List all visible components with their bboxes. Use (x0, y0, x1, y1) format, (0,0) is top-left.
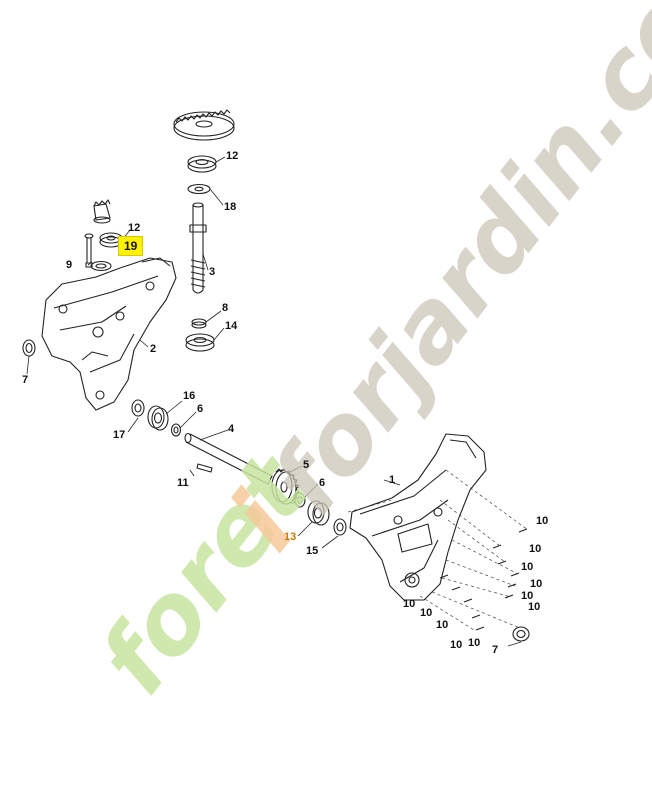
callout-2: 2 (150, 343, 157, 355)
callout-11: 11 (177, 477, 189, 489)
axle-4 (184, 432, 273, 485)
callout-7-right: 7 (492, 644, 499, 656)
shaft-3 (189, 202, 207, 294)
callout-10-d: 10 (530, 578, 543, 590)
ring-6-lower (294, 492, 306, 508)
callout-6-upper: 6 (197, 403, 204, 415)
callout-15: 15 (306, 545, 319, 557)
seal-7-left (22, 339, 36, 357)
callout-6-lower: 6 (319, 477, 326, 489)
callout-13: 13 (284, 531, 297, 543)
pinion (93, 199, 111, 224)
callout-1: 1 (389, 474, 396, 486)
callout-10-h: 10 (420, 607, 433, 619)
bearing-13 (307, 500, 330, 526)
callout-10-g: 10 (403, 598, 416, 610)
seal-17 (131, 399, 145, 417)
watermark: foret i forjardin.com (78, 0, 652, 714)
callout-10-j: 10 (450, 639, 463, 651)
gear-5 (271, 468, 300, 505)
top-gear (173, 109, 235, 141)
callout-9: 9 (66, 259, 73, 271)
callout-7-left: 7 (22, 374, 29, 386)
bearing-14 (185, 333, 215, 352)
callout-3: 3 (209, 266, 216, 278)
callout-10-f: 10 (528, 601, 541, 613)
callout-5: 5 (303, 459, 310, 471)
callout-12-top: 12 (226, 150, 239, 162)
callout-10-i: 10 (436, 619, 449, 631)
housing-1 (349, 433, 487, 601)
callout-19-highlighted: 19 (118, 236, 144, 256)
callout-10-e: 10 (521, 590, 534, 602)
pin-11 (196, 463, 213, 473)
screws-10 (439, 528, 528, 631)
seal-15 (333, 518, 347, 536)
seal-7-right (512, 626, 530, 642)
ring-19 (90, 260, 112, 272)
watermark-jardin: forjardin.com (250, 0, 652, 534)
callout-8: 8 (222, 302, 229, 314)
callout-16: 16 (183, 390, 196, 402)
callout-10-k: 10 (468, 637, 481, 649)
callout-18: 18 (224, 201, 237, 213)
callout-12-left: 12 (128, 222, 141, 234)
callout-4: 4 (228, 423, 235, 435)
ring-6-upper (170, 423, 182, 437)
callout-10-b: 10 (529, 543, 542, 555)
assembly-lines (347, 469, 529, 631)
washer-18 (187, 183, 211, 195)
seal-8 (191, 318, 207, 329)
bearing-12-top (187, 155, 217, 173)
callout-17: 17 (113, 429, 126, 441)
bearing-16 (147, 405, 169, 431)
callout-10-a: 10 (536, 515, 549, 527)
callout-14: 14 (225, 320, 238, 332)
housing-2 (41, 257, 177, 411)
leader-lines (26, 156, 522, 647)
callout-10-c: 10 (521, 561, 534, 573)
